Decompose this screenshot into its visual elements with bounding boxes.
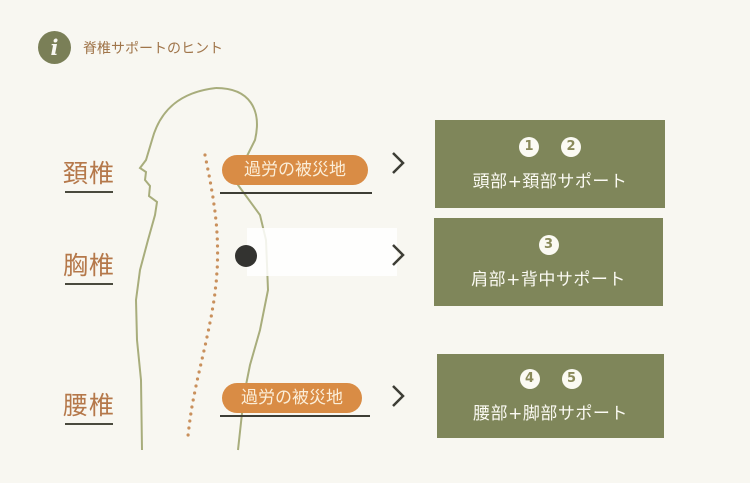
watermark-dot xyxy=(235,245,257,267)
spine-dot xyxy=(186,433,190,437)
spine-dot xyxy=(214,223,218,227)
spine-dot xyxy=(189,412,193,416)
support-card-waist-leg: 4 5 腰部+脚部サポート xyxy=(437,354,664,438)
spine-dot xyxy=(216,251,220,255)
pill-lumbar: 過労の被災地 xyxy=(222,383,362,413)
spine-dot xyxy=(202,349,206,353)
spine-dot xyxy=(188,419,192,423)
pill-underline-cervical xyxy=(220,192,372,194)
spine-dots xyxy=(186,153,220,437)
spine-dot xyxy=(208,181,213,185)
spine-dot xyxy=(214,216,218,220)
spine-dot xyxy=(200,356,204,360)
spine-dot xyxy=(203,342,208,346)
card-number: 2 xyxy=(561,136,581,157)
region-label-thoracic: 胸椎 xyxy=(63,246,115,285)
card-number: 5 xyxy=(561,368,582,389)
chevron-right-icon xyxy=(392,244,405,266)
chevron-right-icon xyxy=(392,385,405,407)
region-label-lumbar: 腰椎 xyxy=(63,386,115,425)
spine-dot xyxy=(187,426,191,430)
spine-dot xyxy=(213,286,218,290)
support-card-head-neck: 1 2 頭部+頚部サポート xyxy=(435,120,665,208)
spine-dot xyxy=(191,398,195,402)
spine-dot xyxy=(213,209,217,213)
spine-dot xyxy=(215,244,220,248)
spine-dot xyxy=(212,202,216,206)
spine-dot xyxy=(193,391,197,395)
card-number: 4 xyxy=(519,368,540,389)
spine-dot xyxy=(210,188,214,192)
spine-dot xyxy=(206,167,210,171)
body-outline-back xyxy=(215,87,270,451)
spine-dot xyxy=(211,195,215,199)
card-number: 1 xyxy=(519,136,539,157)
spine-dot xyxy=(206,328,211,332)
card-label: 腰部+脚部サポート xyxy=(473,403,628,424)
spine-dot xyxy=(209,314,213,318)
spine-dot xyxy=(207,174,211,178)
spine-dot xyxy=(203,153,207,157)
spine-dot xyxy=(190,405,194,409)
watermark-overlay xyxy=(247,228,397,276)
spine-dot xyxy=(213,293,217,297)
pill-cervical: 過労の被災地 xyxy=(222,155,368,185)
info-icon: i xyxy=(38,31,71,64)
spine-dot xyxy=(205,335,209,339)
spine-dot xyxy=(194,384,198,388)
chevron-right-icon xyxy=(392,152,405,174)
spine-dot xyxy=(215,237,219,241)
page-title: 脊椎サポートのヒント xyxy=(83,40,223,57)
spine-dot xyxy=(199,363,203,367)
spine-dot xyxy=(215,265,219,269)
spine-dot xyxy=(214,279,218,283)
card-label: 頭部+頚部サポート xyxy=(472,171,628,192)
region-label-cervical: 頚椎 xyxy=(63,154,115,193)
spine-dot xyxy=(195,377,200,381)
spine-dot xyxy=(208,321,212,325)
pill-underline-lumbar xyxy=(220,415,370,417)
card-label: 肩部+背中サポート xyxy=(471,269,626,290)
spine-dot xyxy=(215,230,219,234)
header: i 脊椎サポートのヒント xyxy=(38,31,223,64)
body-outline-front xyxy=(134,87,217,451)
spine-dot xyxy=(210,307,215,311)
card-number: 3 xyxy=(538,234,559,255)
support-card-shoulder-back: 3 肩部+背中サポート xyxy=(434,218,663,306)
spine-dot xyxy=(215,258,220,262)
spine-dot xyxy=(215,272,219,276)
spine-dot xyxy=(204,160,208,164)
spine-dot xyxy=(212,300,216,304)
spine-dot xyxy=(197,370,201,374)
